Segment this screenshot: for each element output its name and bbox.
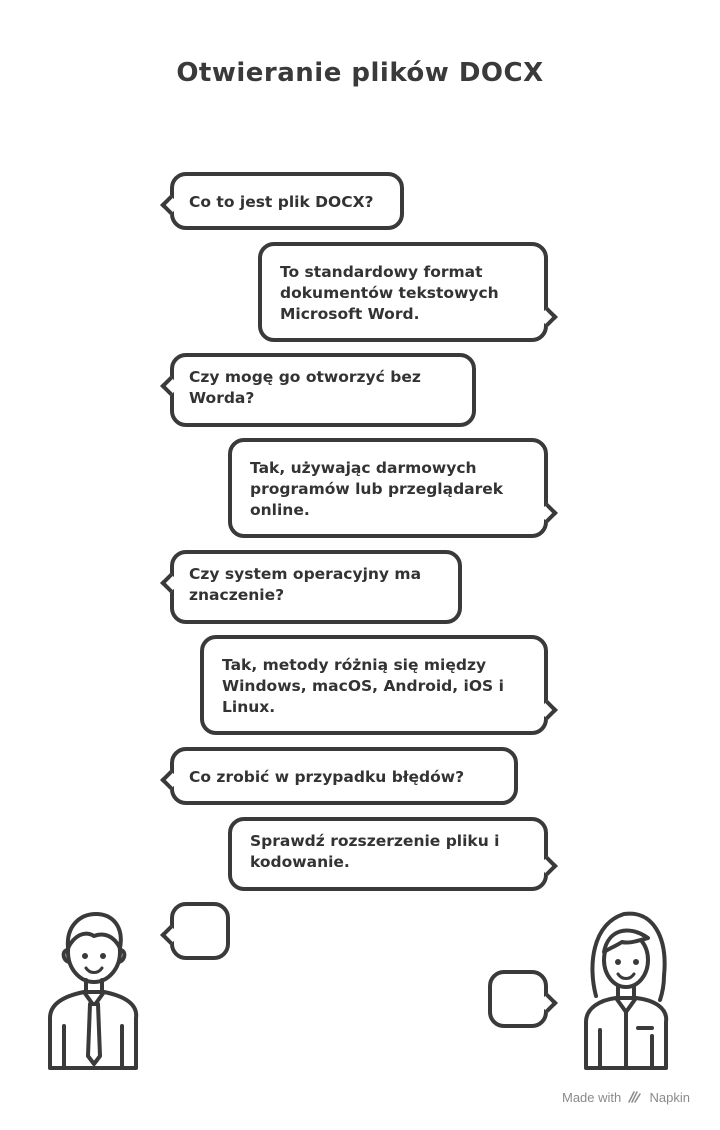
message-text: Co zrobić w przypadku błędów?	[189, 768, 465, 786]
woman-icon	[584, 911, 669, 1070]
made-with-napkin-watermark[interactable]: Made with Napkin	[562, 1090, 690, 1105]
message-bubble-8: Sprawdź rozszerzenie pliku i kodowanie.	[228, 817, 558, 891]
message-text: Sprawdź rozszerzenie pliku i kodowanie.	[250, 832, 500, 871]
bubble-tail	[160, 195, 180, 215]
message-text: Czy system operacyjny ma znaczenie?	[189, 565, 422, 604]
message-bubble-2: To standardowy format dokumentów tekstow…	[258, 242, 558, 342]
bubble-tail	[160, 925, 180, 945]
message-bubble-4: Tak, używając darmowych programów lub pr…	[228, 438, 558, 538]
napkin-logo-icon	[628, 1091, 641, 1103]
message-bubble-3: Czy mogę go otworzyć bez Worda?	[160, 353, 476, 427]
empty-bubble-left	[160, 902, 230, 960]
message-text: Co to jest plik DOCX?	[189, 193, 374, 211]
empty-bubble-right	[488, 970, 558, 1028]
man-with-tie-icon	[48, 912, 139, 1070]
message-bubble-5: Czy system operacyjny ma znaczenie?	[160, 550, 462, 624]
message-bubble-7: Co zrobić w przypadku błędów?	[160, 747, 518, 805]
watermark-prefix: Made with	[562, 1090, 622, 1105]
message-bubble-6: Tak, metody różnią się między Windows, m…	[200, 635, 558, 735]
message-text: To standardowy format dokumentów tekstow…	[280, 263, 499, 323]
bubble-tail	[538, 307, 558, 327]
bubble-tail	[538, 700, 558, 720]
message-text: Tak, metody różnią się między Windows, m…	[222, 656, 504, 716]
message-bubble-1: Co to jest plik DOCX?	[160, 172, 404, 230]
bubble-tail	[160, 573, 180, 593]
bubble-tail	[538, 993, 558, 1013]
message-text: Tak, używając darmowych programów lub pr…	[250, 459, 504, 519]
message-text: Czy mogę go otworzyć bez Worda?	[189, 368, 421, 407]
bubble-tail	[160, 376, 180, 396]
page-title: Otwieranie plików DOCX	[176, 58, 544, 88]
bubble-tail	[538, 503, 558, 523]
bubble-tail	[160, 770, 180, 790]
watermark-brand: Napkin	[649, 1090, 690, 1105]
bubble-tail	[538, 856, 558, 876]
